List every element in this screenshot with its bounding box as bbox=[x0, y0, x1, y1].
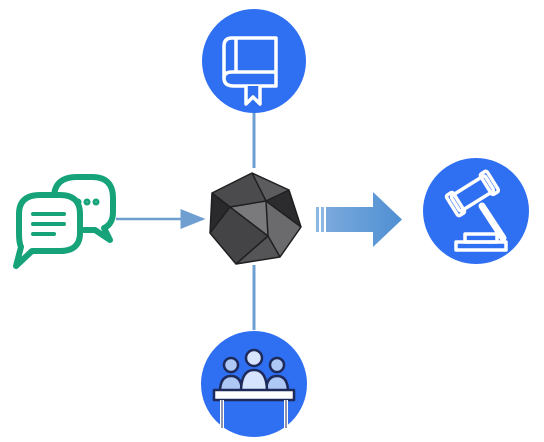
core-node bbox=[209, 172, 302, 265]
panel-of-people-icon bbox=[212, 348, 296, 428]
block-arrow-core-to-gavel bbox=[316, 192, 402, 247]
book-node bbox=[202, 9, 306, 113]
gavel-node bbox=[423, 158, 529, 264]
gavel-icon bbox=[444, 169, 508, 252]
icosahedron-icon bbox=[209, 172, 302, 265]
chat-bubbles-icon bbox=[13, 174, 116, 269]
chat-node bbox=[13, 174, 116, 269]
book-icon bbox=[222, 36, 278, 106]
panel-node bbox=[201, 331, 307, 437]
